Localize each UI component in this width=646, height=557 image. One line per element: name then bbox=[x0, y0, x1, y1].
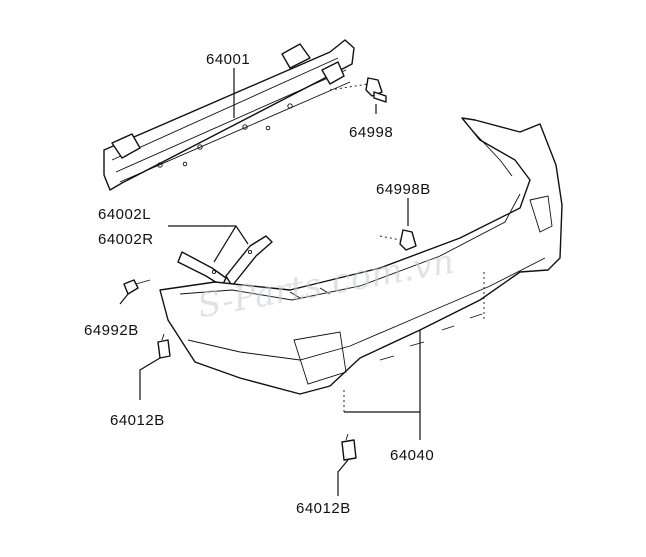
label-64001: 64001 bbox=[206, 51, 250, 68]
label-64998b: 64998B bbox=[376, 181, 431, 198]
label-64992b: 64992B bbox=[84, 322, 139, 339]
leader-lines bbox=[119, 68, 485, 496]
bolt-64998b bbox=[379, 229, 417, 251]
label-64998: 64998 bbox=[349, 124, 393, 141]
label-64040: 64040 bbox=[390, 447, 434, 464]
bumper-cover bbox=[159, 117, 563, 395]
label-64012b-left: 64012B bbox=[110, 412, 165, 429]
clip-bottom bbox=[341, 433, 357, 461]
label-64012b-bottom: 64012B bbox=[296, 500, 351, 517]
clip-left bbox=[157, 333, 171, 359]
reinforcement-beam bbox=[103, 39, 355, 191]
bolt-64998 bbox=[329, 77, 387, 103]
screw-64992b bbox=[123, 279, 151, 295]
label-64002r: 64002R bbox=[98, 231, 154, 248]
label-64002l: 64002L bbox=[98, 206, 151, 223]
